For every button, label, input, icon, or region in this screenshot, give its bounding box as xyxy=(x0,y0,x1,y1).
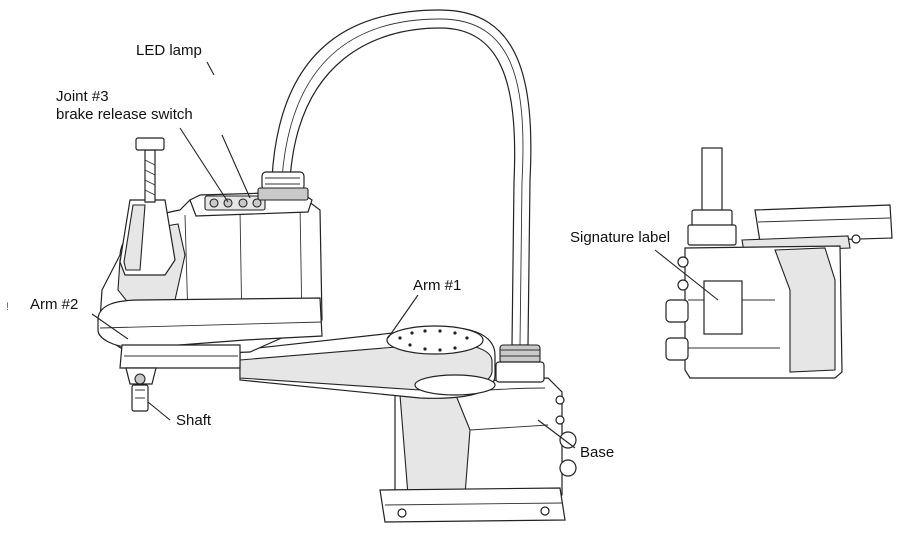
leader-arm1 xyxy=(387,294,419,339)
leader-arm2 xyxy=(91,313,129,340)
label-joint3-line1: Joint #3 xyxy=(56,88,109,105)
label-arm2: Arm #2 xyxy=(30,296,79,313)
label-led-lamp: LED lamp xyxy=(136,42,202,59)
cable-root xyxy=(257,171,309,201)
base-body xyxy=(379,377,577,523)
leader-base xyxy=(537,419,576,449)
leader-signature-label xyxy=(654,249,719,301)
label-shaft: Shaft xyxy=(176,412,212,429)
arm1-body xyxy=(239,325,496,399)
label-base: Base xyxy=(580,444,615,461)
lower-shaft xyxy=(125,367,157,412)
label-joint3-line2: brake release switch xyxy=(56,106,193,123)
label-signature-label: Signature label xyxy=(570,229,671,246)
cable-connector xyxy=(495,344,545,383)
leader-lines xyxy=(91,61,719,449)
leader-shaft xyxy=(147,401,171,421)
side-view xyxy=(665,147,893,379)
shaft-column xyxy=(119,137,176,276)
leader-led-lamp xyxy=(206,61,215,76)
stray-mark: ! xyxy=(6,301,10,313)
leader-joint3 xyxy=(179,127,229,203)
leader-led-lamp-lower xyxy=(221,134,251,199)
label-arm1: Arm #1 xyxy=(413,277,462,294)
